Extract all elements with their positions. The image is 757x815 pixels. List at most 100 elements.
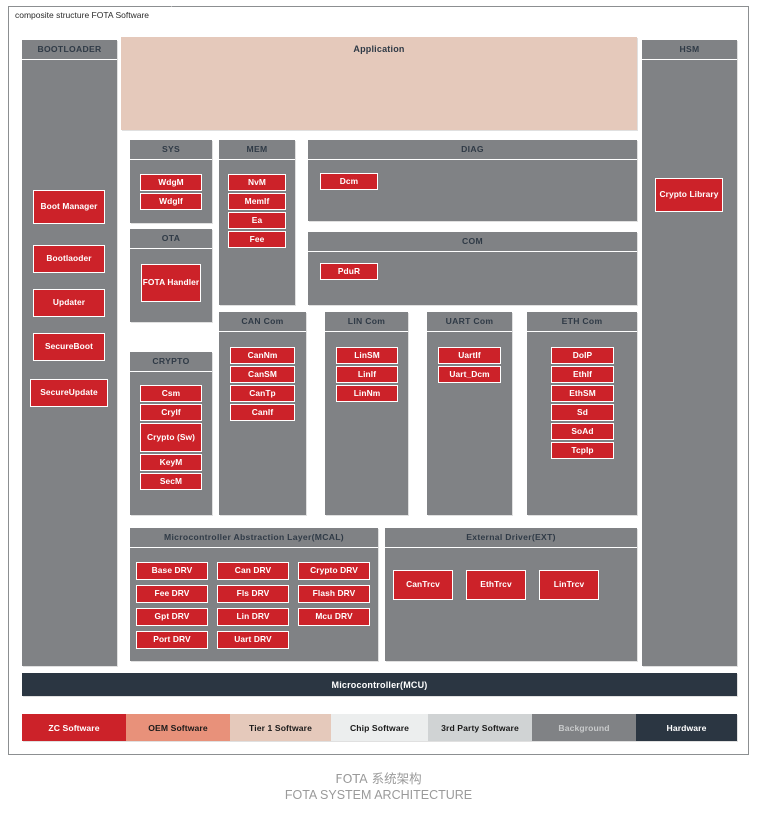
legend: ZC Software OEM Software Tier 1 Software… — [22, 714, 737, 741]
can-com-block: CAN Com CanNm CanSM CanTp CanIf — [219, 312, 306, 515]
component-fee[interactable]: Fee — [228, 231, 286, 248]
component-ea[interactable]: Ea — [228, 212, 286, 229]
mcal-title: Microcontroller Abstraction Layer(MCAL) — [130, 528, 378, 548]
caption-chinese: FOTA 系统架构 — [335, 771, 422, 786]
component-tcpip[interactable]: TcpIp — [551, 442, 614, 459]
lin-com-title: LIN Com — [325, 312, 408, 332]
component-boot-manager[interactable]: Boot Manager — [33, 190, 105, 224]
can-com-body: CanNm CanSM CanTp CanIf — [219, 331, 306, 515]
component-crypto-sw[interactable]: Crypto (Sw) — [140, 423, 202, 452]
component-cannm[interactable]: CanNm — [230, 347, 295, 364]
lin-com-block: LIN Com LinSM LinIf LinNm — [325, 312, 408, 515]
legend-item-hardware[interactable]: Hardware — [636, 714, 737, 741]
legend-item-3rd-party-software[interactable]: 3rd Party Software — [428, 714, 532, 741]
component-lintrcv[interactable]: LinTrcv — [539, 570, 599, 600]
component-secureboot[interactable]: SecureBoot — [33, 333, 105, 361]
component-uart-drv[interactable]: Uart DRV — [217, 631, 289, 649]
figure-caption: FOTA 系统架构 FOTA SYSTEM ARCHITECTURE — [0, 770, 757, 804]
hsm-body: Crypto Library — [642, 59, 737, 666]
component-crypto-library[interactable]: Crypto Library — [655, 178, 723, 212]
component-keym[interactable]: KeyM — [140, 454, 202, 471]
ota-block: OTA FOTA Handler — [130, 229, 212, 322]
legend-item-background[interactable]: Background — [532, 714, 636, 741]
component-cryif[interactable]: CryIf — [140, 404, 202, 421]
hsm-block: HSM Crypto Library — [642, 40, 737, 666]
component-wdgm[interactable]: WdgM — [140, 174, 202, 191]
com-body: PduR — [308, 251, 637, 305]
component-cansm[interactable]: CanSM — [230, 366, 295, 383]
component-uartif[interactable]: UartIf — [438, 347, 501, 364]
frame-tab-label: composite structure FOTA Software — [8, 6, 172, 24]
mem-block: MEM NvM MemIf Ea Fee — [219, 140, 295, 305]
ota-body: FOTA Handler — [130, 248, 212, 322]
component-csm[interactable]: Csm — [140, 385, 202, 402]
component-nvm[interactable]: NvM — [228, 174, 286, 191]
component-linnm[interactable]: LinNm — [336, 385, 398, 402]
component-crypto-drv[interactable]: Crypto DRV — [298, 562, 370, 580]
component-dcm[interactable]: Dcm — [320, 173, 378, 190]
ext-block: External Driver(EXT) CanTrcv EthTrcv Lin… — [385, 528, 637, 661]
crypto-body: Csm CryIf Crypto (Sw) KeyM SecM — [130, 371, 212, 515]
mcal-block: Microcontroller Abstraction Layer(MCAL) … — [130, 528, 378, 661]
component-cantp[interactable]: CanTp — [230, 385, 295, 402]
component-soad[interactable]: SoAd — [551, 423, 614, 440]
component-secm[interactable]: SecM — [140, 473, 202, 490]
component-base-drv[interactable]: Base DRV — [136, 562, 208, 580]
com-title: COM — [308, 232, 637, 252]
component-fota-handler[interactable]: FOTA Handler — [141, 264, 201, 302]
ext-body: CanTrcv EthTrcv LinTrcv — [385, 547, 637, 661]
component-pdur[interactable]: PduR — [320, 263, 378, 280]
legend-item-tier1-software[interactable]: Tier 1 Software — [230, 714, 331, 741]
uart-com-body: UartIf Uart_Dcm — [427, 331, 512, 515]
hsm-title: HSM — [642, 40, 737, 60]
caption-english: FOTA SYSTEM ARCHITECTURE — [284, 788, 473, 802]
component-lin-drv[interactable]: Lin DRV — [217, 608, 289, 626]
component-ethtrcv[interactable]: EthTrcv — [466, 570, 526, 600]
bootloader-block: BOOTLOADER Boot Manager Bootlaoder Updat… — [22, 40, 117, 666]
component-wdgif[interactable]: WdgIf — [140, 193, 202, 210]
sys-title: SYS — [130, 140, 212, 160]
component-secureupdate[interactable]: SecureUpdate — [30, 379, 108, 407]
eth-com-title: ETH Com — [527, 312, 637, 332]
sys-block: SYS WdgM WdgIf — [130, 140, 212, 223]
component-doip[interactable]: DoIP — [551, 347, 614, 364]
crypto-title: CRYPTO — [130, 352, 212, 372]
component-cantrcv[interactable]: CanTrcv — [393, 570, 453, 600]
com-block: COM PduR — [308, 232, 637, 305]
microcontroller-bar: Microcontroller(MCU) — [22, 673, 737, 696]
component-can-drv[interactable]: Can DRV — [217, 562, 289, 580]
sys-body: WdgM WdgIf — [130, 159, 212, 223]
can-com-title: CAN Com — [219, 312, 306, 332]
legend-item-chip-software[interactable]: Chip Software — [331, 714, 428, 741]
uart-com-block: UART Com UartIf Uart_Dcm — [427, 312, 512, 515]
component-uart-dcm[interactable]: Uart_Dcm — [438, 366, 501, 383]
ext-title: External Driver(EXT) — [385, 528, 637, 548]
application-title: Application — [353, 44, 405, 54]
component-bootlaoder[interactable]: Bootlaoder — [33, 245, 105, 273]
component-fls-drv[interactable]: Fls DRV — [217, 585, 289, 603]
component-mcu-drv[interactable]: Mcu DRV — [298, 608, 370, 626]
component-fee-drv[interactable]: Fee DRV — [136, 585, 208, 603]
component-canif[interactable]: CanIf — [230, 404, 295, 421]
component-linif[interactable]: LinIf — [336, 366, 398, 383]
ota-title: OTA — [130, 229, 212, 249]
component-linsm[interactable]: LinSM — [336, 347, 398, 364]
diag-body: Dcm — [308, 159, 637, 221]
mem-title: MEM — [219, 140, 295, 160]
mcal-body: Base DRV Can DRV Crypto DRV Fee DRV Fls … — [130, 547, 378, 661]
component-gpt-drv[interactable]: Gpt DRV — [136, 608, 208, 626]
bootloader-title: BOOTLOADER — [22, 40, 117, 60]
crypto-block: CRYPTO Csm CryIf Crypto (Sw) KeyM SecM — [130, 352, 212, 515]
component-ethif[interactable]: EthIf — [551, 366, 614, 383]
legend-item-oem-software[interactable]: OEM Software — [126, 714, 230, 741]
legend-item-zc-software[interactable]: ZC Software — [22, 714, 126, 741]
diag-block: DIAG Dcm — [308, 140, 637, 221]
component-ethsm[interactable]: EthSM — [551, 385, 614, 402]
component-flash-drv[interactable]: Flash DRV — [298, 585, 370, 603]
component-memif[interactable]: MemIf — [228, 193, 286, 210]
application-block: Application — [121, 37, 637, 130]
component-port-drv[interactable]: Port DRV — [136, 631, 208, 649]
component-sd[interactable]: Sd — [551, 404, 614, 421]
eth-com-body: DoIP EthIf EthSM Sd SoAd TcpIp — [527, 331, 637, 515]
component-updater[interactable]: Updater — [33, 289, 105, 317]
